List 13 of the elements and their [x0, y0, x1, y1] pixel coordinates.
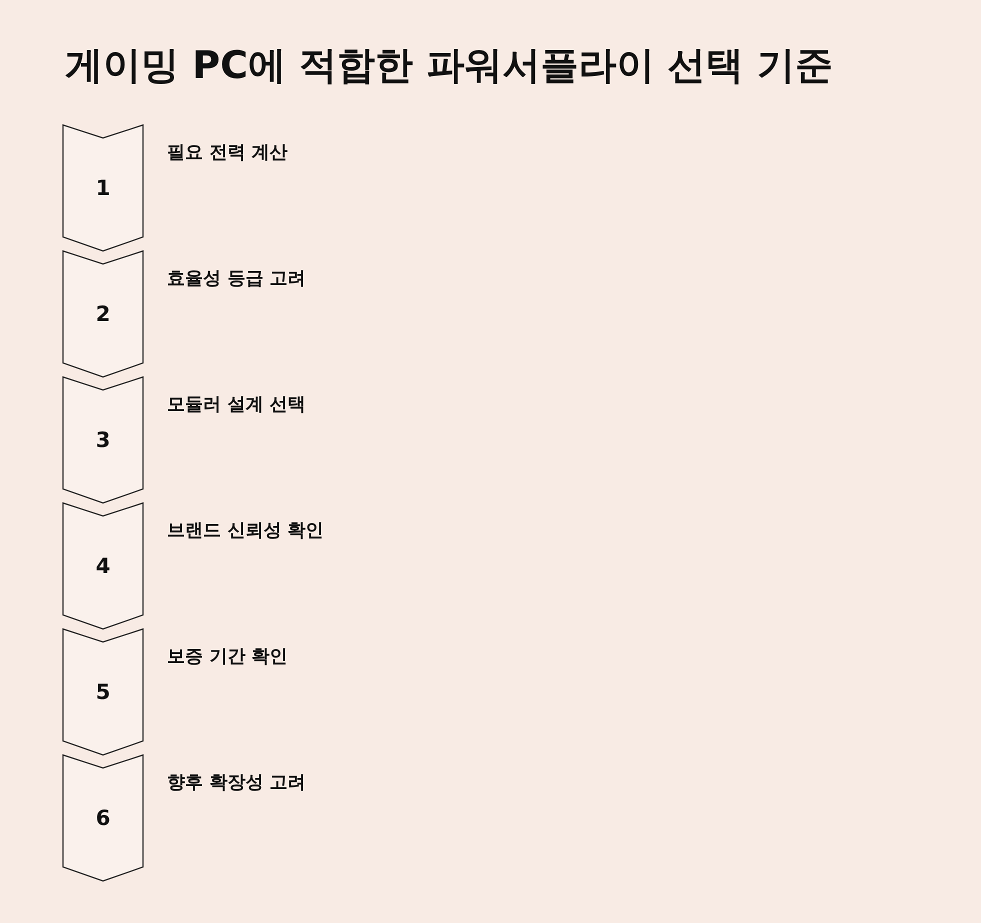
step-number: 1: [94, 176, 112, 200]
step-label: 보증 기간 확인: [167, 645, 288, 668]
step-label: 모듈러 설계 선택: [167, 393, 306, 416]
step-label: 브랜드 신뢰성 확인: [167, 519, 324, 542]
step-label: 향후 확장성 고려: [167, 771, 306, 794]
step-number: 5: [94, 680, 112, 704]
step-number: 4: [94, 554, 112, 578]
title: 게이밍 PC에 적합한 파워서플라이 선택 기준: [65, 42, 833, 89]
step-number: 3: [94, 428, 112, 452]
step-number: 6: [94, 806, 112, 830]
step-label: 효율성 등급 고려: [167, 267, 306, 290]
step-label: 필요 전력 계산: [167, 141, 288, 164]
step-number: 2: [94, 302, 112, 326]
